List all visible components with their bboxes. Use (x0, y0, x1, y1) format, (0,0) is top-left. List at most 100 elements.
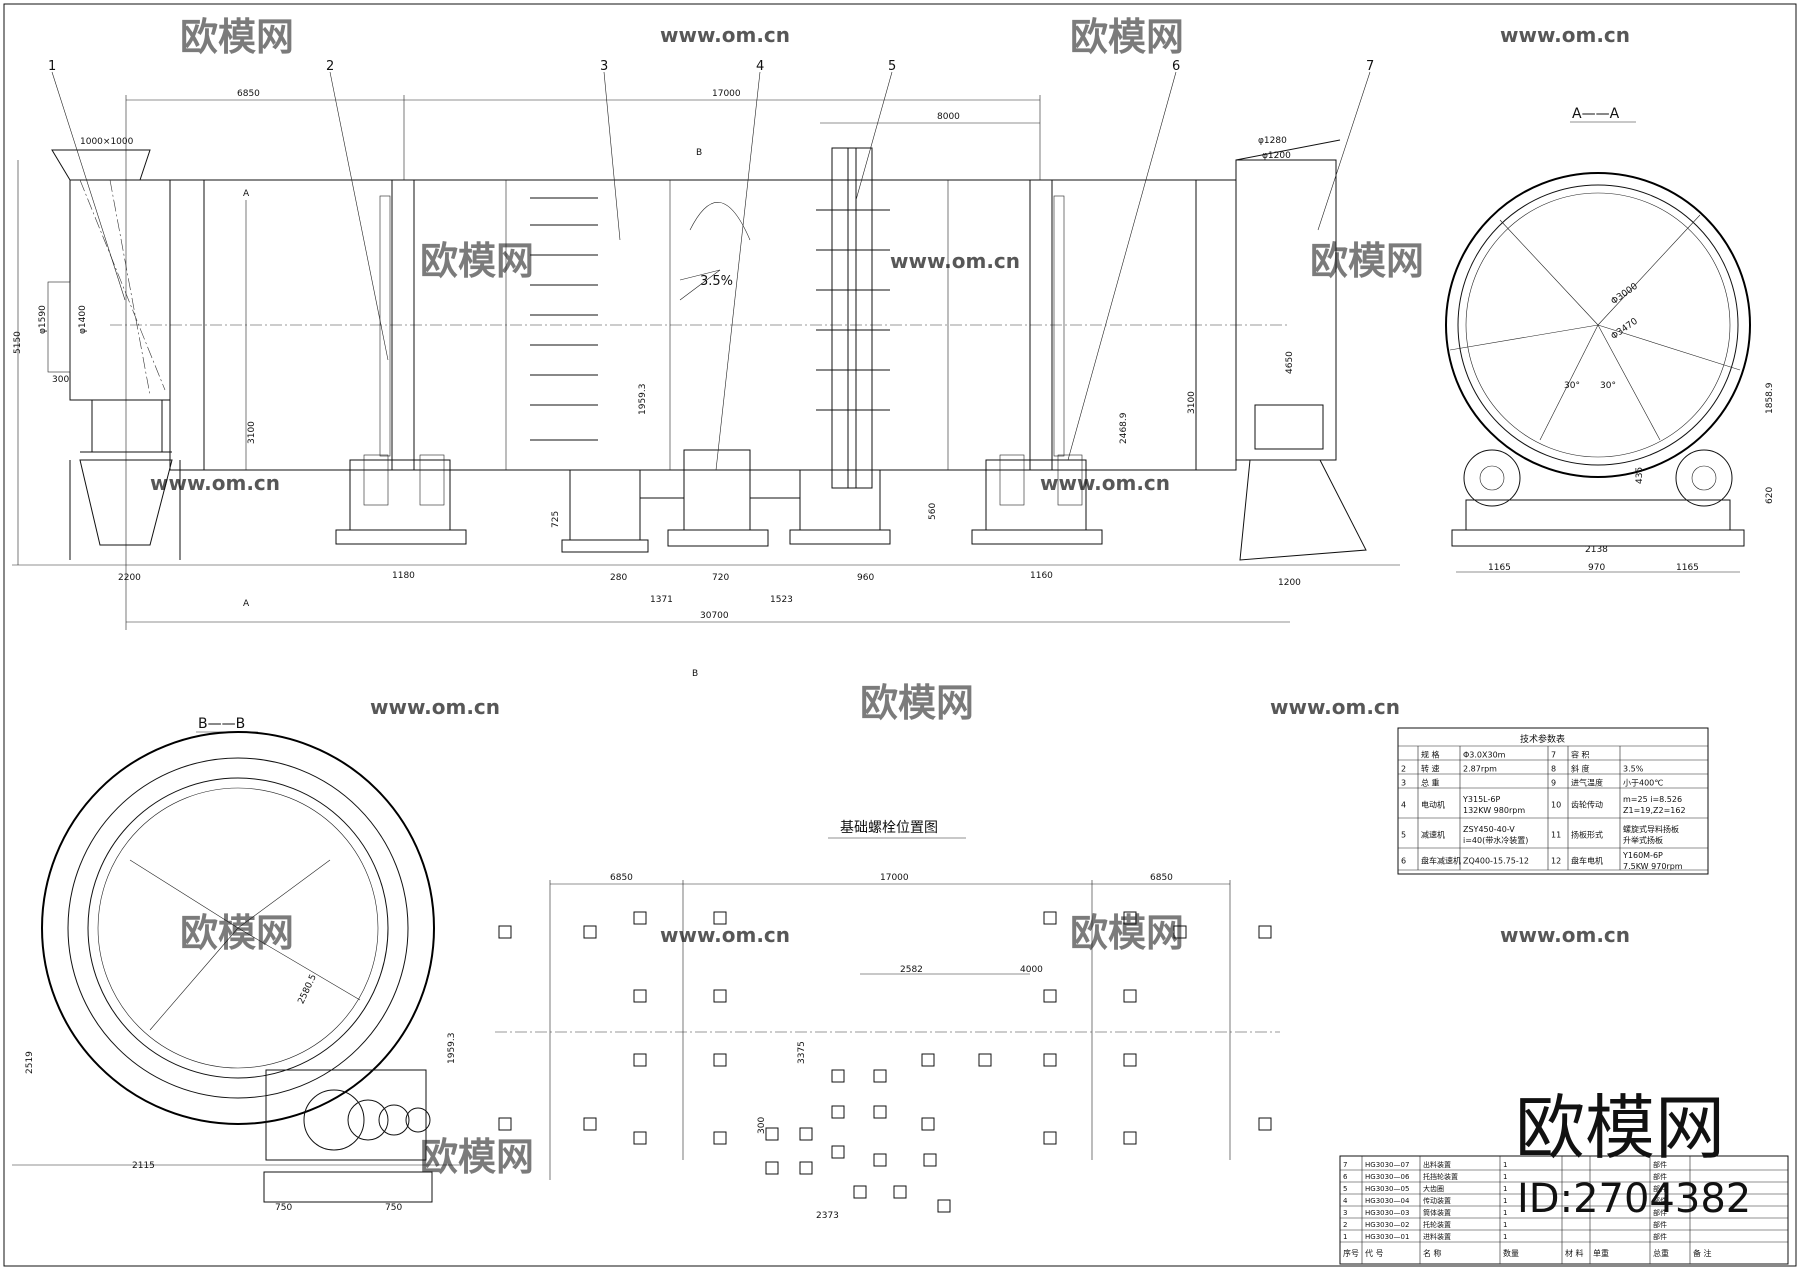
bom-cell: 部件 (1653, 1208, 1667, 1217)
bolt-square (978, 1053, 992, 1067)
dim-1160: 1160 (1030, 571, 1053, 581)
spec-cell: 转 速 (1421, 764, 1440, 774)
bolt-square (1123, 911, 1137, 925)
angle-30-left: 30° (1564, 381, 1580, 391)
watermark-brand: 欧模网 (180, 15, 294, 59)
spec-cell: 132KW 980rpm (1463, 806, 1525, 815)
bolt-square (921, 1053, 935, 1067)
bolt-square (853, 1185, 867, 1199)
bolt-square (873, 1105, 887, 1119)
spec-cell: 进气温度 (1571, 778, 1603, 788)
bolt-square (1123, 989, 1137, 1003)
watermark-url: www.om.cn (370, 695, 500, 719)
spec-cell: 齿轮传动 (1571, 800, 1603, 810)
found-dim-b: 17000 (880, 873, 909, 883)
section-bb-title: B——B (198, 716, 245, 732)
watermark-url: www.om.cn (890, 249, 1020, 273)
found-dim-g: 300 (757, 1117, 767, 1134)
dim-2138: 2138 (1585, 545, 1608, 555)
watermark-url: www.om.cn (1500, 23, 1630, 47)
spec-cell: 总 重 (1421, 778, 1440, 788)
dim-750-right: 750 (385, 1203, 402, 1213)
bolt-square (937, 1199, 951, 1213)
found-dim-c: 6850 (1150, 873, 1173, 883)
dim-720: 720 (712, 573, 729, 583)
bolt-square (498, 1117, 512, 1131)
bom-header-cell: 序号 (1343, 1248, 1359, 1258)
section-a-top: A (243, 189, 250, 199)
dim-8000: 8000 (937, 112, 960, 122)
bom-cell: HG3030—06 (1365, 1173, 1410, 1181)
bom-header-cell: 代 号 (1365, 1248, 1384, 1258)
spec-cell: ZSY450-40-V (1463, 825, 1515, 834)
bom-cell: 5 (1343, 1185, 1347, 1193)
spec-cell: 2.87rpm (1463, 765, 1497, 774)
bolt-square (1258, 1117, 1272, 1131)
bom-header-cell: 备 注 (1693, 1248, 1712, 1258)
bom-cell: 1 (1503, 1233, 1507, 1241)
watermark-url: www.om.cn (150, 471, 280, 495)
watermark-url: www.om.cn (1040, 471, 1170, 495)
bom-cell: HG3030—02 (1365, 1221, 1409, 1229)
section-aa-title: A——A (1572, 106, 1620, 122)
dim-1858: 1858.9 (1765, 382, 1775, 414)
spec-cell: 3 (1401, 779, 1406, 788)
spec-cell: 2 (1401, 765, 1406, 774)
watermark-url: www.om.cn (1270, 695, 1400, 719)
dim-3000: Φ3000 (1609, 281, 1640, 307)
watermark-brand: 欧模网 (1310, 239, 1424, 283)
dim-1590: φ1590 (38, 305, 48, 334)
bolt-square (799, 1161, 813, 1175)
spec-cell: 12 (1551, 857, 1561, 866)
dim-1200-bottom: 1200 (1278, 578, 1301, 588)
slope-label: 3.5% (700, 274, 733, 289)
bom-cell: 1 (1503, 1185, 1507, 1193)
spec-cell: 减速机 (1421, 830, 1445, 840)
dim-970: 970 (1588, 563, 1605, 573)
dim-1200-top: φ1200 (1262, 151, 1291, 161)
dim-4650: 4650 (1285, 351, 1295, 374)
bom-cell: 1 (1503, 1197, 1507, 1205)
dim-2200: 2200 (118, 573, 141, 583)
bom-header-cell: 材 料 (1565, 1248, 1584, 1258)
spec-cell: 螺旋式导料扬板 (1623, 824, 1679, 834)
part-number-3: 3 (600, 59, 608, 74)
dim-1959: 1959.3 (638, 384, 648, 416)
spec-cell: 小于400℃ (1623, 779, 1663, 788)
bom-cell: HG3030—07 (1365, 1161, 1409, 1169)
spec-cell: 升举式扬板 (1623, 835, 1663, 845)
section-view-bb: B——B 2580.5 1959.3 2519 2115 750 750 (12, 716, 460, 1213)
bolt-square (583, 925, 597, 939)
spec-cell: 9 (1551, 779, 1556, 788)
bolt-square (831, 1145, 845, 1159)
dim-2468: 2468.9 (1119, 412, 1129, 444)
dim-3100b: 3100 (1187, 391, 1197, 414)
bolt-square (1043, 1053, 1057, 1067)
spec-cell: 容 积 (1571, 750, 1590, 760)
found-dim-h: 2373 (816, 1211, 839, 1221)
bolt-square (498, 925, 512, 939)
bom-cell: HG3030—04 (1365, 1197, 1410, 1205)
spec-cell: 扬板形式 (1571, 830, 1603, 840)
section-b-top: B (696, 148, 702, 158)
dim-1180: 1180 (392, 571, 415, 581)
dim-960: 960 (857, 573, 874, 583)
dim-2115: 2115 (132, 1161, 155, 1171)
spec-cell: 盘车电机 (1571, 856, 1603, 866)
spec-cell: i=40(带水冷装置) (1463, 835, 1528, 845)
dim-6850: 6850 (237, 89, 260, 99)
spec-cell: 6 (1401, 857, 1406, 866)
spec-cell: Z1=19,Z2=162 (1623, 806, 1686, 815)
bolt-square (799, 1127, 813, 1141)
bom-cell: 部件 (1653, 1172, 1667, 1181)
spec-cell: 10 (1551, 801, 1561, 810)
dim-17000: 17000 (712, 89, 741, 99)
bom-cell: 托轮装置 (1423, 1220, 1451, 1229)
part-number-2: 2 (326, 59, 334, 74)
spec-table-title: 技术参数表 (1520, 733, 1565, 745)
bom-cell: 筒体装置 (1423, 1208, 1451, 1217)
watermark-brand-large: 欧模网 (1515, 1087, 1725, 1169)
bom-header-cell: 总重 (1653, 1248, 1669, 1258)
